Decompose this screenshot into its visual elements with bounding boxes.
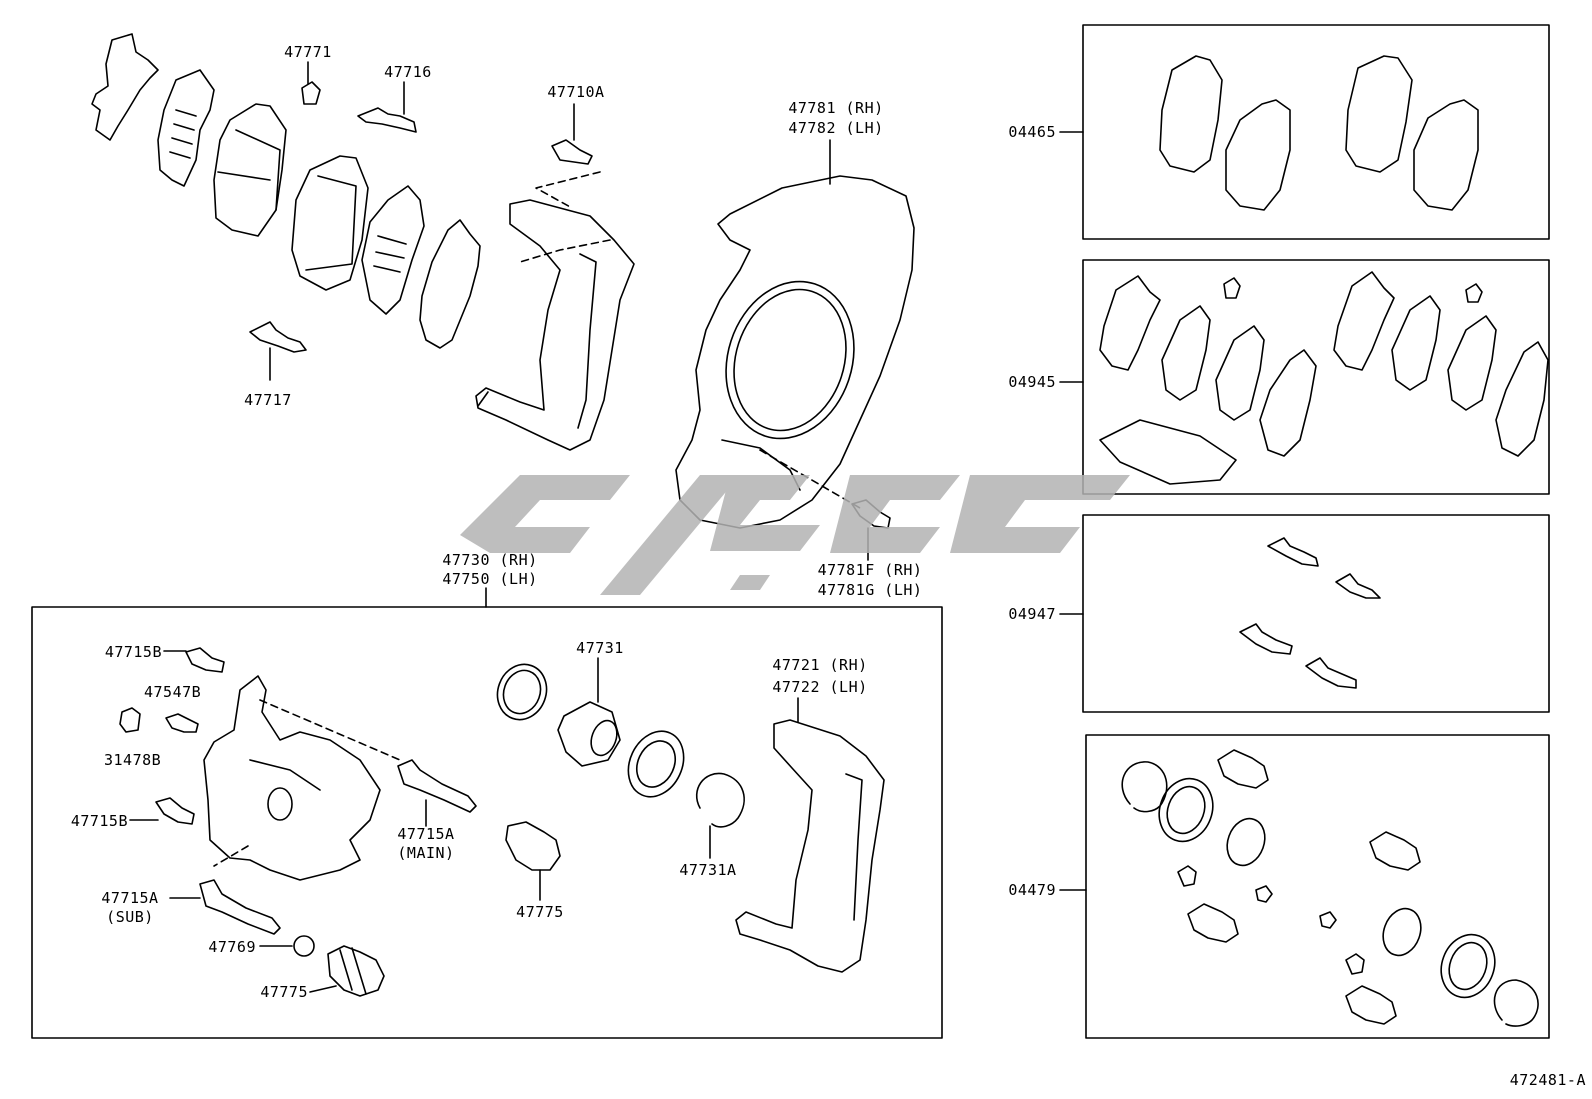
label-47730-rh: 47730 (RH) [442,551,538,569]
caliper-bracket-47721 [735,719,885,973]
kit-box-04465 [1082,24,1550,240]
brake-pad-inner [213,103,287,237]
label-47715A-main: 47715A [397,825,455,843]
kit-box-04479 [1085,734,1550,1039]
piston-seal-ring [496,663,548,721]
label-47716: 47716 [384,63,432,81]
bracket-bolt-47710A [551,103,593,165]
label-47721-rh: 47721 (RH) [772,656,868,674]
label-47781-rh: 47781 (RH) [788,99,884,117]
label-sub: (SUB) [106,908,154,926]
pad-shim-outer-right [419,219,481,349]
label-47715A-sub: 47715A [101,889,159,907]
label-47710A: 47710A [547,83,605,101]
label-47782-lh: 47782 (LH) [788,119,884,137]
label-47722-lh: 47722 (LH) [772,678,868,696]
pad-shim-outer-left [91,33,159,141]
kit-label-04945: 04945 [1008,373,1056,391]
kit-label-04947: 04947 [1008,605,1056,623]
label-31478B: 31478B [104,751,162,769]
slide-pin-47715A-sub [199,879,281,935]
brake-pad-outer [291,155,369,291]
pad-anti-squeal-shim-2 [361,185,425,315]
label-47715B-top: 47715B [104,643,162,661]
pad-anti-squeal-shim-1 [157,69,215,187]
bleeder-plug-47547B [165,713,199,733]
label-47717: 47717 [244,391,292,409]
kit-04479-seals [1121,749,1539,1027]
bush-47769 [293,935,315,957]
kit-label-04465: 04465 [1008,123,1056,141]
kit-04945-shims [1099,271,1549,485]
label-47771: 47771 [284,43,332,61]
bolt-47715B-bottom [155,797,195,825]
caliper-cylinder [203,675,381,881]
kit-box-04945 [1082,259,1550,495]
kit-label-04479: 04479 [1008,881,1056,899]
pad-support-plate-47717 [249,321,307,353]
boot-47775-center [505,821,561,871]
pad-wear-indicator-47771 [301,81,321,105]
label-47547B: 47547B [144,683,202,701]
label-47731: 47731 [576,639,624,657]
kit-04465-pads [1159,55,1479,211]
caliper-mounting-bracket [475,199,635,451]
bolt-47715B-top [185,647,225,673]
piston-boot [627,730,685,798]
label-main: (MAIN) [397,844,455,862]
kit-box-04947 [1082,514,1550,713]
caliper-assembly-box [31,606,943,1039]
label-47781G-lh: 47781G (LH) [817,581,923,599]
set-ring-47731A [695,772,745,828]
diagram-id: 472481-A [1509,1071,1586,1089]
dust-cover-bolt [851,499,891,529]
boot-47775-left [327,945,385,997]
slide-pin-47715A-main [397,759,477,813]
label-47769: 47769 [208,938,256,956]
piston-47731 [557,701,621,767]
label-47731A: 47731A [679,861,737,879]
label-47750-lh: 47750 (LH) [442,570,538,588]
label-47775-center: 47775 [516,903,564,921]
disc-dust-cover [675,175,915,529]
label-47781F-rh: 47781F (RH) [817,561,923,579]
pad-support-plate-47716 [357,107,417,133]
cap-31478B [119,707,141,733]
label-47715B-bottom: 47715B [70,812,128,830]
kit-04947-clips [1239,537,1381,689]
label-47775-left: 47775 [260,983,308,1001]
